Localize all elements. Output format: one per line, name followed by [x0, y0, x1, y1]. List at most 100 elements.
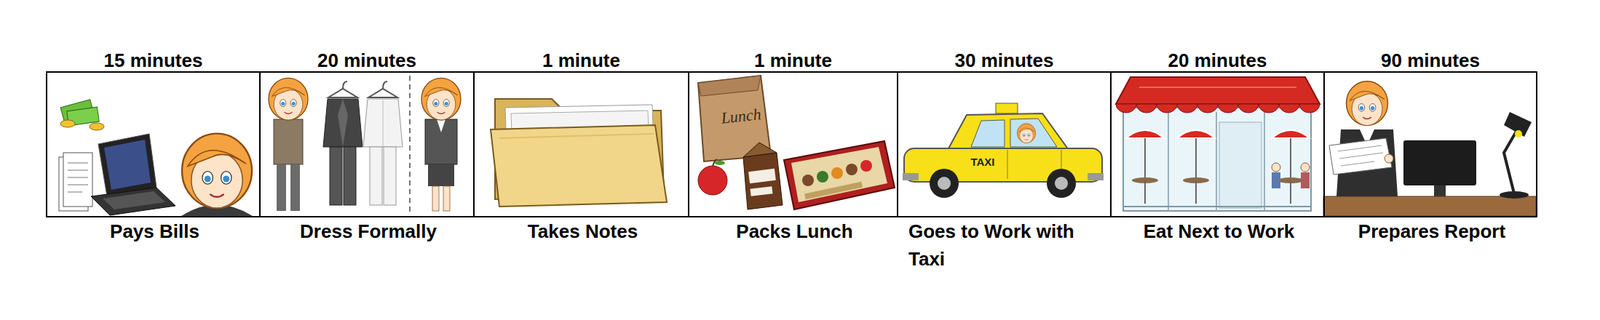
pays-bills-picture-part — [67, 170, 89, 172]
step-caption: Eat Next to Work — [1115, 217, 1322, 246]
taxi-picture-part — [937, 176, 951, 190]
restaurant-picture-part — [1177, 130, 1215, 139]
dress-formally-picture-part — [342, 81, 348, 89]
restaurant-picture-part — [1215, 112, 1218, 212]
restaurant-picture-part — [1115, 104, 1320, 113]
restaurant-picture-part — [1195, 180, 1197, 204]
dress-formally-picture-part — [337, 98, 348, 148]
dress-formally-picture-part — [343, 147, 356, 206]
step-panel: 1 minutePacks Lunch — [687, 71, 899, 218]
lunch-picture-part — [743, 142, 777, 158]
restaurant-picture-part — [1271, 172, 1281, 189]
dress-formally-picture-part — [268, 77, 308, 121]
restaurant-picture-part — [1115, 77, 1320, 105]
lunch-picture-part — [802, 174, 814, 187]
pays-bills-picture-part — [67, 163, 89, 164]
pays-bills-picture-part — [67, 184, 89, 186]
report-picture-part — [1514, 130, 1523, 138]
dress-formally-picture-part — [443, 186, 450, 212]
step-caption: Packs Lunch — [693, 217, 896, 246]
step-panel: 20 minutesEat Next to Work — [1110, 71, 1325, 218]
restaurant-picture — [1115, 77, 1320, 212]
lunch-picture-part — [698, 165, 728, 196]
dress-formally-picture-part — [409, 75, 411, 213]
pays-bills-picture-part — [89, 123, 105, 131]
step-caption: Takes Notes — [478, 217, 687, 246]
taxi-picture-part — [1010, 118, 1057, 148]
duration-label: 90 minutes — [1324, 49, 1536, 72]
dress-formally-picture-part — [383, 147, 396, 206]
folder-picture-part — [499, 133, 654, 139]
taxi-picture-part — [1087, 173, 1104, 181]
report-picture-part — [1340, 161, 1375, 166]
pays-bills-picture-part — [98, 133, 157, 197]
report-picture-part — [1346, 81, 1389, 126]
restaurant-picture-part — [1300, 172, 1310, 189]
dress-formally-picture — [268, 75, 461, 213]
dress-formally-picture-part — [328, 88, 358, 98]
step-panel: 15 minutesPays Bills — [45, 71, 261, 218]
report-picture-part — [1403, 140, 1477, 186]
duration-label: 20 minutes — [260, 49, 474, 72]
pays-bills-picture — [58, 99, 253, 217]
taxi-picture-part — [947, 113, 1069, 150]
pays-bills-picture-part — [90, 187, 176, 216]
report-picture-part — [1329, 138, 1392, 175]
step-panel: 20 minutesDress Formally — [259, 71, 475, 218]
duration-label: 1 minute — [474, 49, 688, 72]
dress-formally-picture-part — [382, 81, 388, 89]
taxi-picture-part — [1046, 168, 1076, 198]
step-panel: 30 minutesGoes to Work with Taxi — [896, 71, 1112, 218]
dress-formally-picture-part — [323, 98, 363, 148]
dress-formally-picture-part — [329, 147, 343, 206]
dress-formally-picture-part — [290, 164, 300, 212]
dress-formally-picture-part — [273, 119, 303, 165]
taxi-picture-part — [902, 173, 919, 181]
dress-formally-picture-part — [363, 98, 403, 148]
report-picture-part — [1503, 112, 1532, 137]
report-picture-part — [1384, 154, 1394, 164]
pays-bills-picture-part — [104, 139, 151, 190]
pays-bills-picture-part — [67, 177, 89, 179]
restaurant-picture-part — [1271, 130, 1310, 139]
lunch-picture-part — [816, 171, 829, 183]
lunch-picture-part — [783, 141, 895, 210]
taxi-picture-part — [995, 103, 1018, 114]
taxi-picture-part — [971, 120, 1005, 148]
restaurant-picture-part — [1123, 107, 1312, 212]
restaurant-picture-part — [1219, 122, 1262, 209]
lunch-picture-part — [831, 167, 843, 180]
taxi-picture — [902, 103, 1104, 198]
taxi-picture-part — [1007, 149, 1009, 180]
dress-formally-picture-part — [425, 119, 458, 165]
duration-label: 30 minutes — [898, 49, 1111, 72]
duration-label: 1 minute — [689, 49, 897, 72]
restaurant-picture-part — [1123, 206, 1312, 208]
step-caption: Pays Bills — [51, 217, 258, 246]
picture-text: TAXI — [970, 155, 995, 169]
restaurant-picture-part — [1300, 163, 1310, 172]
restaurant-picture-part — [1139, 86, 1297, 89]
report-picture-part — [1339, 152, 1384, 159]
report-picture-part — [1434, 185, 1446, 197]
lunch-picture-part — [860, 160, 873, 172]
restaurant-picture-part — [1263, 112, 1266, 212]
pays-bills-picture-part — [60, 120, 75, 128]
folder-picture — [490, 98, 667, 207]
step-caption: Prepares Report — [1329, 217, 1535, 246]
dress-formally-picture-part — [369, 147, 383, 206]
report-picture — [1323, 81, 1536, 217]
lunch-picture-part — [698, 75, 761, 97]
duration-label: 15 minutes — [47, 49, 260, 72]
lunch-picture-part — [748, 168, 776, 184]
pays-bills-picture-part — [63, 152, 93, 207]
step-caption: Goes to Work with Taxi — [908, 217, 1091, 273]
restaurant-picture-part — [1289, 138, 1292, 181]
step-caption: Dress Formally — [264, 217, 472, 246]
dress-formally-picture-part — [428, 164, 455, 187]
restaurant-picture-part — [1195, 138, 1197, 181]
dress-formally-picture-part — [382, 100, 384, 148]
